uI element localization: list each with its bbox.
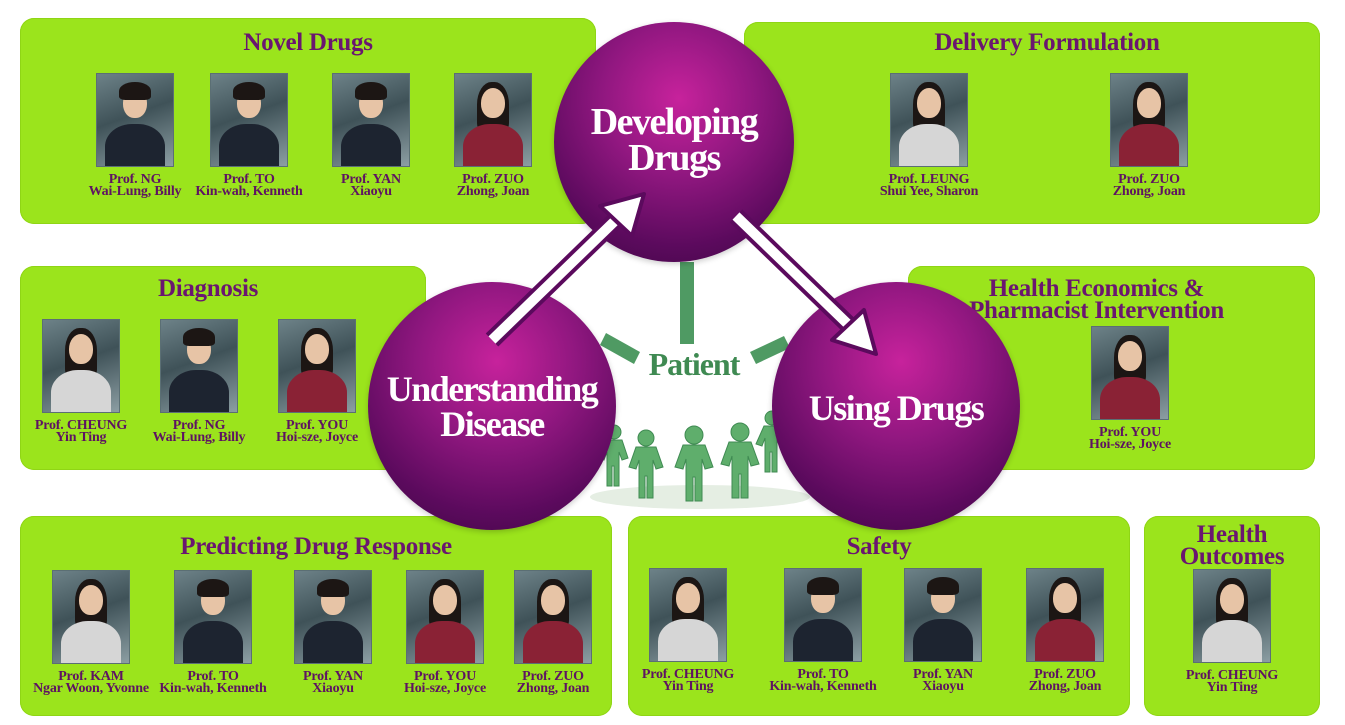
arrow-understanding-to-developing-icon: [485, 192, 646, 347]
portrait-photo: [514, 570, 592, 664]
portrait-photo: [160, 319, 238, 413]
portrait-photo: [649, 568, 727, 662]
panel-title: Health Outcomes: [1179, 521, 1285, 570]
connector-vertical: [680, 262, 694, 344]
portrait-photo: [406, 570, 484, 664]
portrait-photo: [210, 73, 288, 167]
portrait-photo: [42, 319, 120, 413]
arrow-developing-to-using-icon: [729, 209, 878, 356]
connector-left: [600, 333, 640, 364]
panel-title: Diagnosis: [157, 275, 259, 302]
panel-title: Delivery Formulation: [934, 29, 1160, 56]
panel-title: Health Economics & Pharmacist Interventi…: [969, 275, 1224, 324]
portrait-photo: [890, 73, 968, 167]
portrait-photo: [1110, 73, 1188, 167]
portrait-photo: [1026, 568, 1104, 662]
portrait-photo: [332, 73, 410, 167]
portrait-photo: [278, 319, 356, 413]
sphere-label: Developing: [590, 101, 759, 143]
portrait-photo: [454, 73, 532, 167]
sphere-label: Using Drugs: [808, 388, 985, 428]
portrait-photo: [1091, 326, 1169, 420]
panel-title: Novel Drugs: [243, 29, 373, 56]
portrait-photo: [1193, 569, 1271, 663]
portrait-photo: [784, 568, 862, 662]
portrait-photo: [52, 570, 130, 664]
sphere-label: Understanding: [386, 369, 599, 409]
portrait-photo: [96, 73, 174, 167]
portrait-photo: [904, 568, 982, 662]
connector-right: [750, 336, 790, 364]
sphere-label: Disease: [440, 404, 545, 444]
understanding-disease-sphere: Understanding Disease: [368, 282, 616, 530]
panel-title: Predicting Drug Response: [180, 533, 452, 560]
portrait-photo: [294, 570, 372, 664]
panel-title: Safety: [846, 533, 912, 560]
portrait-photo: [174, 570, 252, 664]
using-drugs-sphere: Using Drugs: [772, 282, 1020, 530]
sphere-label: Drugs: [628, 137, 721, 179]
patient-label: Patient: [648, 346, 741, 382]
